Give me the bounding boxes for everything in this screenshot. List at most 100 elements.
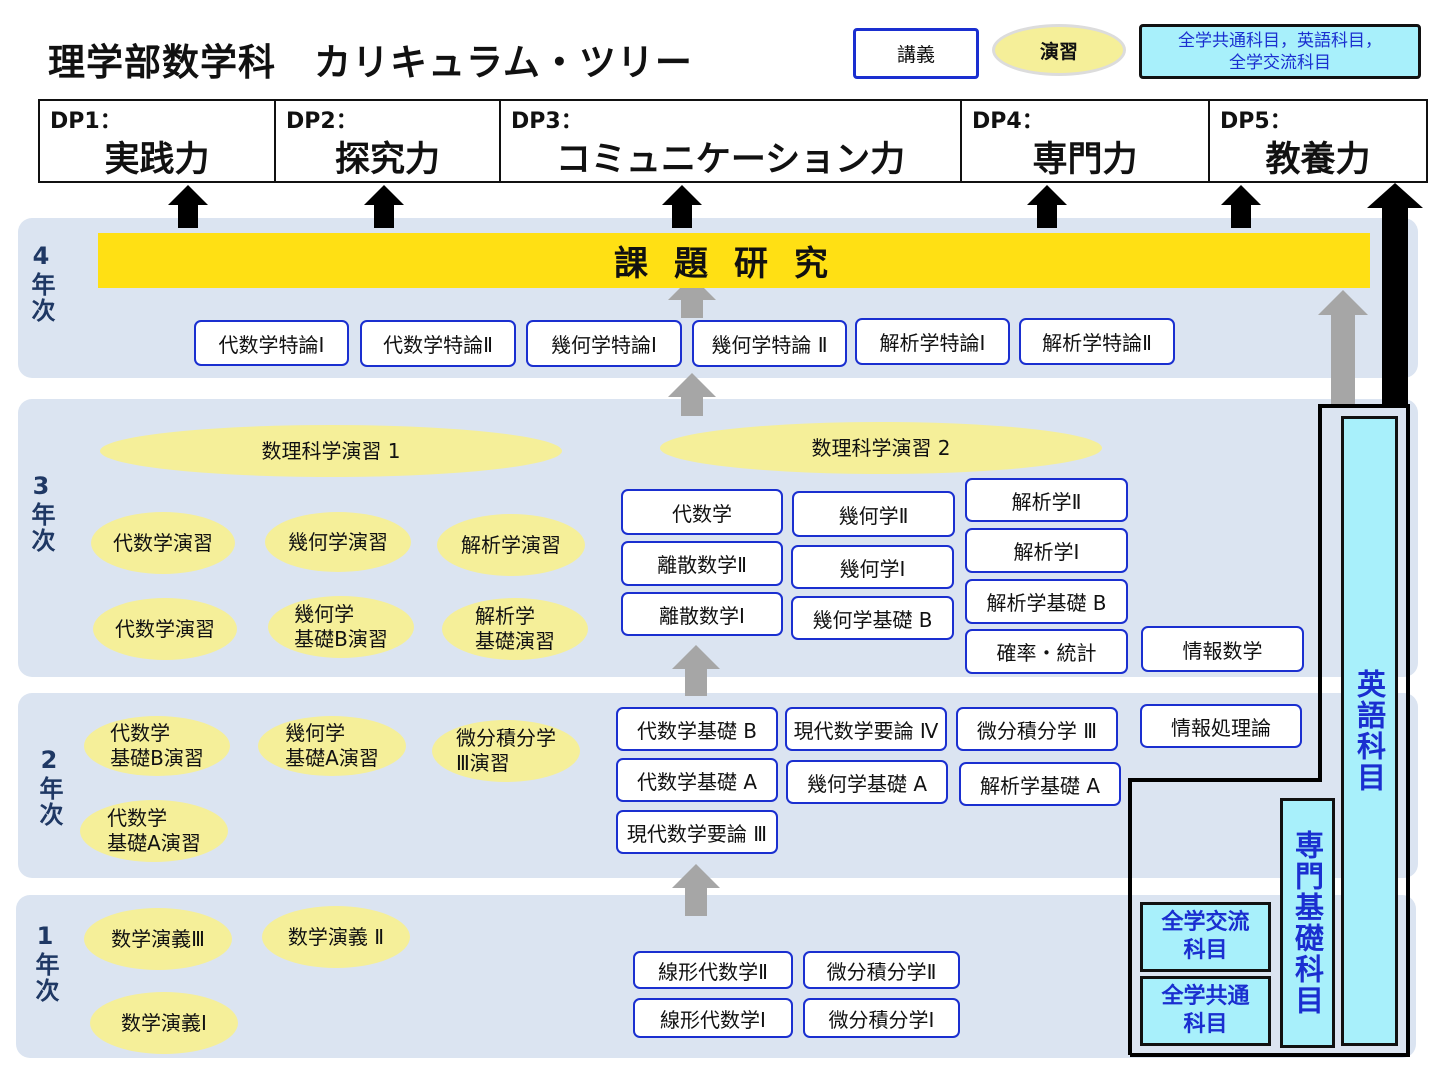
gray-arrow-senmon-to-kadai bbox=[1318, 290, 1368, 405]
lecture-modern-math-3: 現代数学要論 Ⅲ bbox=[616, 810, 778, 854]
page-title: 理学部数学科 カリキュラム・ツリー bbox=[48, 41, 693, 84]
seminar-calculus-3-line2: Ⅲ演習 bbox=[456, 751, 510, 775]
zengaku-kyotsu-box: 全学共通科目 bbox=[1140, 976, 1271, 1046]
lecture-algebra-special-2: 代数学特論Ⅱ bbox=[360, 320, 516, 367]
gray-arrow-y4-to-kadai bbox=[668, 276, 716, 318]
seminar-math-exercise-1: 数学演義Ⅰ bbox=[90, 992, 238, 1054]
seminar-algebra-1: 代数学演習 bbox=[91, 512, 235, 574]
lecture-analysis-1: 解析学Ⅰ bbox=[965, 528, 1128, 573]
dp5-code: DP5： bbox=[1220, 109, 1292, 134]
year2-label: 2年次 bbox=[30, 746, 68, 828]
dp2-name: 探究力 bbox=[334, 140, 440, 180]
dp4-name: 専門力 bbox=[1032, 140, 1138, 180]
dp3-code: DP3： bbox=[511, 109, 583, 134]
dp4-cell: DP4： 専門力 bbox=[962, 101, 1210, 181]
lecture-calculus-2: 微分積分学Ⅱ bbox=[803, 951, 960, 989]
arrow-to-dp1 bbox=[168, 185, 208, 228]
arrow-english-to-dp5 bbox=[1367, 183, 1423, 405]
english-subjects-box: 英語科目 bbox=[1341, 416, 1398, 1046]
right-column-outline bbox=[1128, 404, 1410, 1057]
lecture-geometry-special-1: 幾何学特論Ⅰ bbox=[526, 320, 682, 367]
seminar-algebra-basic-a-line2: 基礎A演習 bbox=[107, 831, 201, 855]
senmon-kiso-label: 専門基礎科目 bbox=[1290, 830, 1325, 1016]
zengaku-koryu-line1: 全学交流 bbox=[1161, 910, 1250, 935]
zengaku-koryu-line2: 科目 bbox=[1183, 938, 1228, 963]
kadai-kenkyu-bar: 課題研究 bbox=[98, 233, 1370, 288]
dp5-name: 教養力 bbox=[1265, 140, 1371, 180]
seminar-algebra-basic-a: 代数学基礎A演習 bbox=[80, 800, 228, 862]
lecture-analysis-special-1: 解析学特論Ⅰ bbox=[855, 318, 1010, 365]
dp1-cell: DP1： 実践力 bbox=[40, 101, 276, 181]
arrow-to-dp5 bbox=[1221, 185, 1261, 228]
lecture-linear-algebra-1: 線形代数学Ⅰ bbox=[633, 998, 793, 1038]
year4-text: 4年次 bbox=[27, 242, 55, 324]
senmon-kiso-box: 専門基礎科目 bbox=[1280, 798, 1335, 1048]
gray-arrow-y3-to-y4 bbox=[668, 373, 716, 416]
seminar-algebra-basic-b: 代数学基礎B演習 bbox=[84, 716, 230, 776]
seminar-analysis: 解析学演習 bbox=[437, 514, 585, 576]
seminar-geometry-basic-a-line1: 幾何学 bbox=[285, 721, 346, 745]
lecture-analysis-special-2: 解析学特論Ⅱ bbox=[1019, 318, 1175, 365]
lecture-modern-math-4: 現代数学要論 Ⅳ bbox=[785, 707, 947, 751]
zengaku-koryu-box: 全学交流科目 bbox=[1140, 902, 1271, 972]
lecture-geometry-1: 幾何学Ⅰ bbox=[791, 545, 954, 589]
seminar-algebra-2: 代数学演習 bbox=[93, 598, 237, 660]
gray-arrow-y2-to-y3 bbox=[672, 645, 720, 696]
year4-label: 4年次 bbox=[22, 242, 60, 324]
legend-seminar: 演習 bbox=[992, 24, 1126, 76]
lecture-calculus-1: 微分積分学Ⅰ bbox=[803, 998, 960, 1038]
seminar-analysis-basic-line1: 解析学 bbox=[475, 604, 535, 628]
legend-common-subjects: 全学共通科目，英語科目， 全学交流科目 bbox=[1139, 24, 1421, 79]
seminar-geometry-basic-a: 幾何学基礎A演習 bbox=[258, 716, 406, 776]
dp2-cell: DP2： 探究力 bbox=[276, 101, 501, 181]
lecture-discrete-math-2: 離散数学Ⅱ bbox=[621, 541, 783, 586]
arrow-to-dp3 bbox=[662, 185, 702, 228]
legend-lecture: 講義 bbox=[853, 28, 979, 79]
arrow-to-dp2 bbox=[364, 185, 404, 228]
lecture-calculus-3: 微分積分学 Ⅲ bbox=[956, 707, 1118, 751]
seminar-math-science-2: 数理科学演習 2 bbox=[660, 422, 1102, 474]
dp1-code: DP1： bbox=[50, 109, 122, 134]
year1-label: 1年次 bbox=[26, 922, 64, 1004]
lecture-algebra: 代数学 bbox=[621, 489, 783, 535]
lecture-analysis-2: 解析学Ⅱ bbox=[965, 478, 1128, 522]
seminar-math-exercise-2: 数学演義 Ⅱ bbox=[262, 906, 410, 968]
dp5-cell: DP5： 教養力 bbox=[1210, 101, 1426, 181]
seminar-geometry-basic-b-line2: 基礎B演習 bbox=[294, 627, 388, 651]
lecture-geometry-basic-a: 幾何学基礎 A bbox=[786, 760, 948, 804]
lecture-analysis-basic-b: 解析学基礎 B bbox=[965, 579, 1128, 624]
seminar-algebra-basic-a-line1: 代数学 bbox=[107, 806, 168, 830]
lecture-geometry-special-2: 幾何学特論 Ⅱ bbox=[692, 320, 847, 367]
zengaku-kyotsu-line2: 科目 bbox=[1183, 1012, 1228, 1037]
legend-common-line1: 全学共通科目，英語科目， bbox=[1178, 31, 1382, 51]
seminar-math-science-1: 数理科学演習 1 bbox=[100, 425, 562, 477]
gray-arrow-y1-to-y2 bbox=[672, 864, 720, 916]
lecture-linear-algebra-2: 線形代数学Ⅱ bbox=[633, 951, 793, 989]
seminar-geometry-basic-b: 幾何学基礎B演習 bbox=[268, 596, 414, 658]
seminar-geometry: 幾何学演習 bbox=[265, 512, 411, 572]
dp2-code: DP2： bbox=[286, 109, 358, 134]
year3-text: 3年次 bbox=[27, 472, 55, 554]
dp3-cell: DP3： コミュニケーション力 bbox=[501, 101, 962, 181]
arrow-to-dp4 bbox=[1027, 185, 1067, 228]
lecture-probability-statistics: 確率・統計 bbox=[965, 629, 1128, 674]
seminar-calculus-3-line1: 微分積分学 bbox=[456, 726, 556, 750]
lecture-geometry-basic-b: 幾何学基礎 B bbox=[791, 596, 954, 640]
seminar-analysis-basic: 解析学基礎演習 bbox=[442, 598, 588, 660]
dp4-code: DP4： bbox=[972, 109, 1044, 134]
zengaku-kyotsu-line1: 全学共通 bbox=[1161, 984, 1250, 1009]
seminar-math-exercise-3: 数学演義Ⅲ bbox=[84, 908, 232, 970]
lecture-algebra-special-1: 代数学特論Ⅰ bbox=[194, 320, 349, 366]
legend-common-line2: 全学交流科目 bbox=[1229, 53, 1331, 73]
english-subjects-label: 英語科目 bbox=[1352, 669, 1387, 793]
seminar-geometry-basic-a-line2: 基礎A演習 bbox=[285, 746, 379, 770]
lecture-algebra-basic-b: 代数学基礎 B bbox=[616, 707, 778, 751]
lecture-information-math: 情報数学 bbox=[1141, 626, 1304, 672]
seminar-geometry-basic-b-line1: 幾何学 bbox=[294, 602, 355, 626]
year3-label: 3年次 bbox=[22, 472, 60, 554]
lecture-discrete-math-1: 離散数学Ⅰ bbox=[621, 592, 783, 636]
year1-text: 1年次 bbox=[31, 922, 59, 1004]
year2-text: 2年次 bbox=[35, 746, 63, 828]
seminar-algebra-basic-b-line1: 代数学 bbox=[110, 721, 171, 745]
